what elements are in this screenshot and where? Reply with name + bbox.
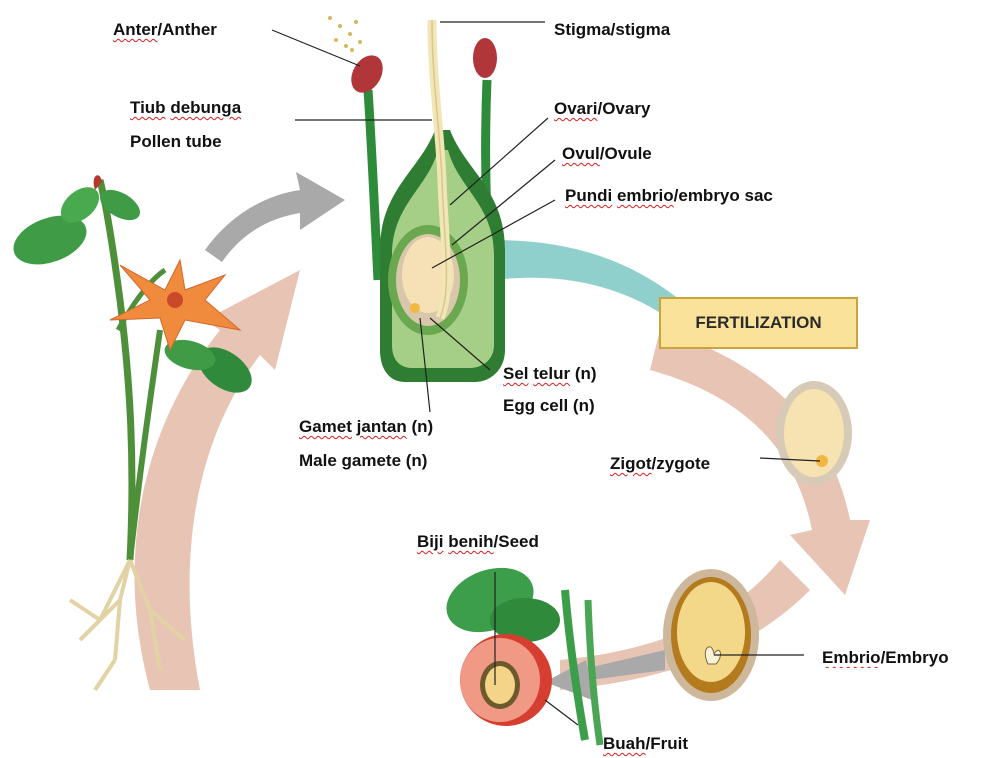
flower-section [328, 16, 505, 382]
label-embryo-ms: Embrio [822, 648, 881, 667]
zygote-illustration [776, 381, 852, 485]
label-male-gamete-en: Male gamete (n) [299, 451, 427, 471]
label-egg-cell-ms-2: telur [533, 364, 570, 383]
label-egg-cell-n: (n) [570, 364, 596, 383]
label-pollen-tube-ms-1: Tiub [130, 98, 166, 117]
label-embryo-en: /Embryo [881, 648, 949, 667]
label-anther-ms: Anter [113, 20, 157, 39]
label-embryo-sac-ms-1: Pundi [565, 186, 612, 205]
label-ovary-ms: Ovari [554, 99, 597, 118]
label-seed-en: /Seed [494, 532, 539, 551]
label-embryo-sac: Pundi embrio/embryo sac [565, 186, 773, 206]
label-fruit-ms: Buah [603, 734, 646, 753]
label-anther: Anter/Anther [113, 20, 217, 40]
label-male-gamete-ms-2: jantan [357, 417, 407, 436]
label-stigma: Stigma/stigma [554, 20, 670, 40]
label-stigma-text: Stigma/stigma [554, 20, 670, 39]
label-anther-en: /Anther [157, 20, 217, 39]
label-fruit-en: /Fruit [646, 734, 689, 753]
fruit-illustration [437, 556, 600, 745]
label-embryo: Embrio/Embryo [822, 648, 982, 668]
label-egg-cell-ms-1: Sel [503, 364, 529, 383]
label-embryo-sac-ms-2: embrio [617, 186, 674, 205]
fertilization-label: FERTILIZATION [695, 313, 821, 333]
fertilization-box: FERTILIZATION [659, 297, 858, 349]
label-pollen-tube-ms: Tiub debunga [130, 98, 241, 118]
label-embryo-sac-en: /embryo sac [674, 186, 773, 205]
label-ovule-ms: Ovul [562, 144, 600, 163]
teal-arrow [495, 240, 680, 318]
label-pollen-tube-en: Pollen tube [130, 132, 222, 152]
grey-arrow-top [205, 172, 345, 262]
label-zygote-ms: Zigot [610, 454, 652, 473]
label-male-gamete-ms: Gamet jantan (n) [299, 417, 433, 437]
label-seed: Biji benih/Seed [417, 532, 539, 552]
label-ovule: Ovul/Ovule [562, 144, 652, 164]
label-ovary-en: /Ovary [597, 99, 650, 118]
label-zygote: Zigot/zygote [610, 454, 710, 474]
label-fruit: Buah/Fruit [603, 734, 688, 754]
label-pollen-tube-ms-2: debunga [170, 98, 241, 117]
label-male-gamete-n: (n) [407, 417, 433, 436]
label-seed-ms-1: Biji [417, 532, 443, 551]
label-egg-cell-ms: Sel telur (n) [503, 364, 597, 384]
embryo-illustration [663, 569, 759, 701]
label-male-gamete-ms-1: Gamet [299, 417, 352, 436]
label-egg-cell-en: Egg cell (n) [503, 396, 595, 416]
label-ovule-en: /Ovule [600, 144, 652, 163]
label-seed-ms-2: benih [448, 532, 493, 551]
leader-anther [272, 30, 360, 66]
label-zygote-en: /zygote [652, 454, 711, 473]
label-ovary: Ovari/Ovary [554, 99, 650, 119]
leader-fruit [545, 700, 578, 725]
